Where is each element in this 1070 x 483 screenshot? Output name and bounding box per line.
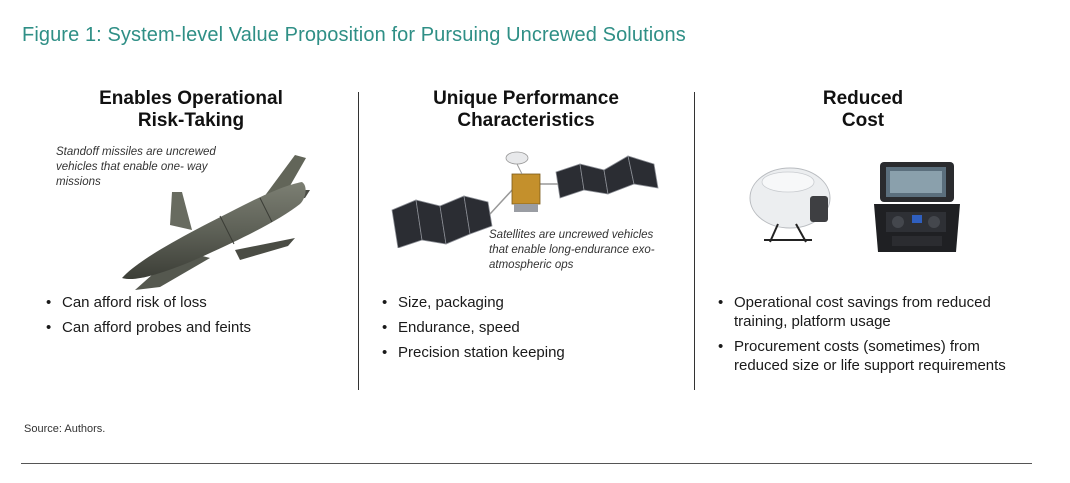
missile-icon <box>122 155 310 290</box>
column-performance: Unique Performance Characteristics <box>392 88 660 132</box>
satellite-icon <box>391 151 659 248</box>
heading-line-1: Enables Operational <box>99 88 283 109</box>
risk-bullets: Can afford risk of loss Can afford probe… <box>44 293 344 343</box>
ground-control-case-icon <box>874 162 960 252</box>
missile-caption: Standoff missiles are uncrewed vehicles … <box>56 146 216 188</box>
source-note: Source: Authors. <box>24 423 106 435</box>
column-divider <box>358 92 359 390</box>
column-heading: Reduced Cost <box>730 88 996 132</box>
list-item: Size, packaging <box>380 293 680 312</box>
column-reduced-cost: Reduced Cost <box>730 88 996 132</box>
list-item: Procurement costs (sometimes) from reduc… <box>716 337 1016 375</box>
cost-bullets: Operational cost savings from reduced tr… <box>716 293 1016 381</box>
bottom-rule <box>21 463 1032 464</box>
heading-line-2: Risk-Taking <box>137 110 245 131</box>
column-heading: Unique Performance Characteristics <box>392 88 660 132</box>
drone-icon <box>749 167 831 243</box>
list-item: Precision station keeping <box>380 343 680 362</box>
heading-line-2: Cost <box>841 110 885 131</box>
heading-line-1: Reduced <box>822 88 904 109</box>
column-divider <box>694 92 695 390</box>
list-item: Operational cost savings from reduced tr… <box>716 293 1016 331</box>
performance-bullets: Size, packaging Endurance, speed Precisi… <box>380 293 680 368</box>
satellite-caption: Satellites are uncrewed vehicles that en… <box>489 229 655 271</box>
heading-line-2: Characteristics <box>457 110 595 131</box>
column-risk-taking: Enables Operational Risk-Taking <box>60 88 322 132</box>
column-heading: Enables Operational Risk-Taking <box>60 88 322 132</box>
list-item: Can afford probes and feints <box>44 318 344 337</box>
heading-line-1: Unique Performance <box>433 88 619 109</box>
figure-title: Figure 1: System-level Value Proposition… <box>22 24 686 46</box>
list-item: Endurance, speed <box>380 318 680 337</box>
list-item: Can afford risk of loss <box>44 293 344 312</box>
